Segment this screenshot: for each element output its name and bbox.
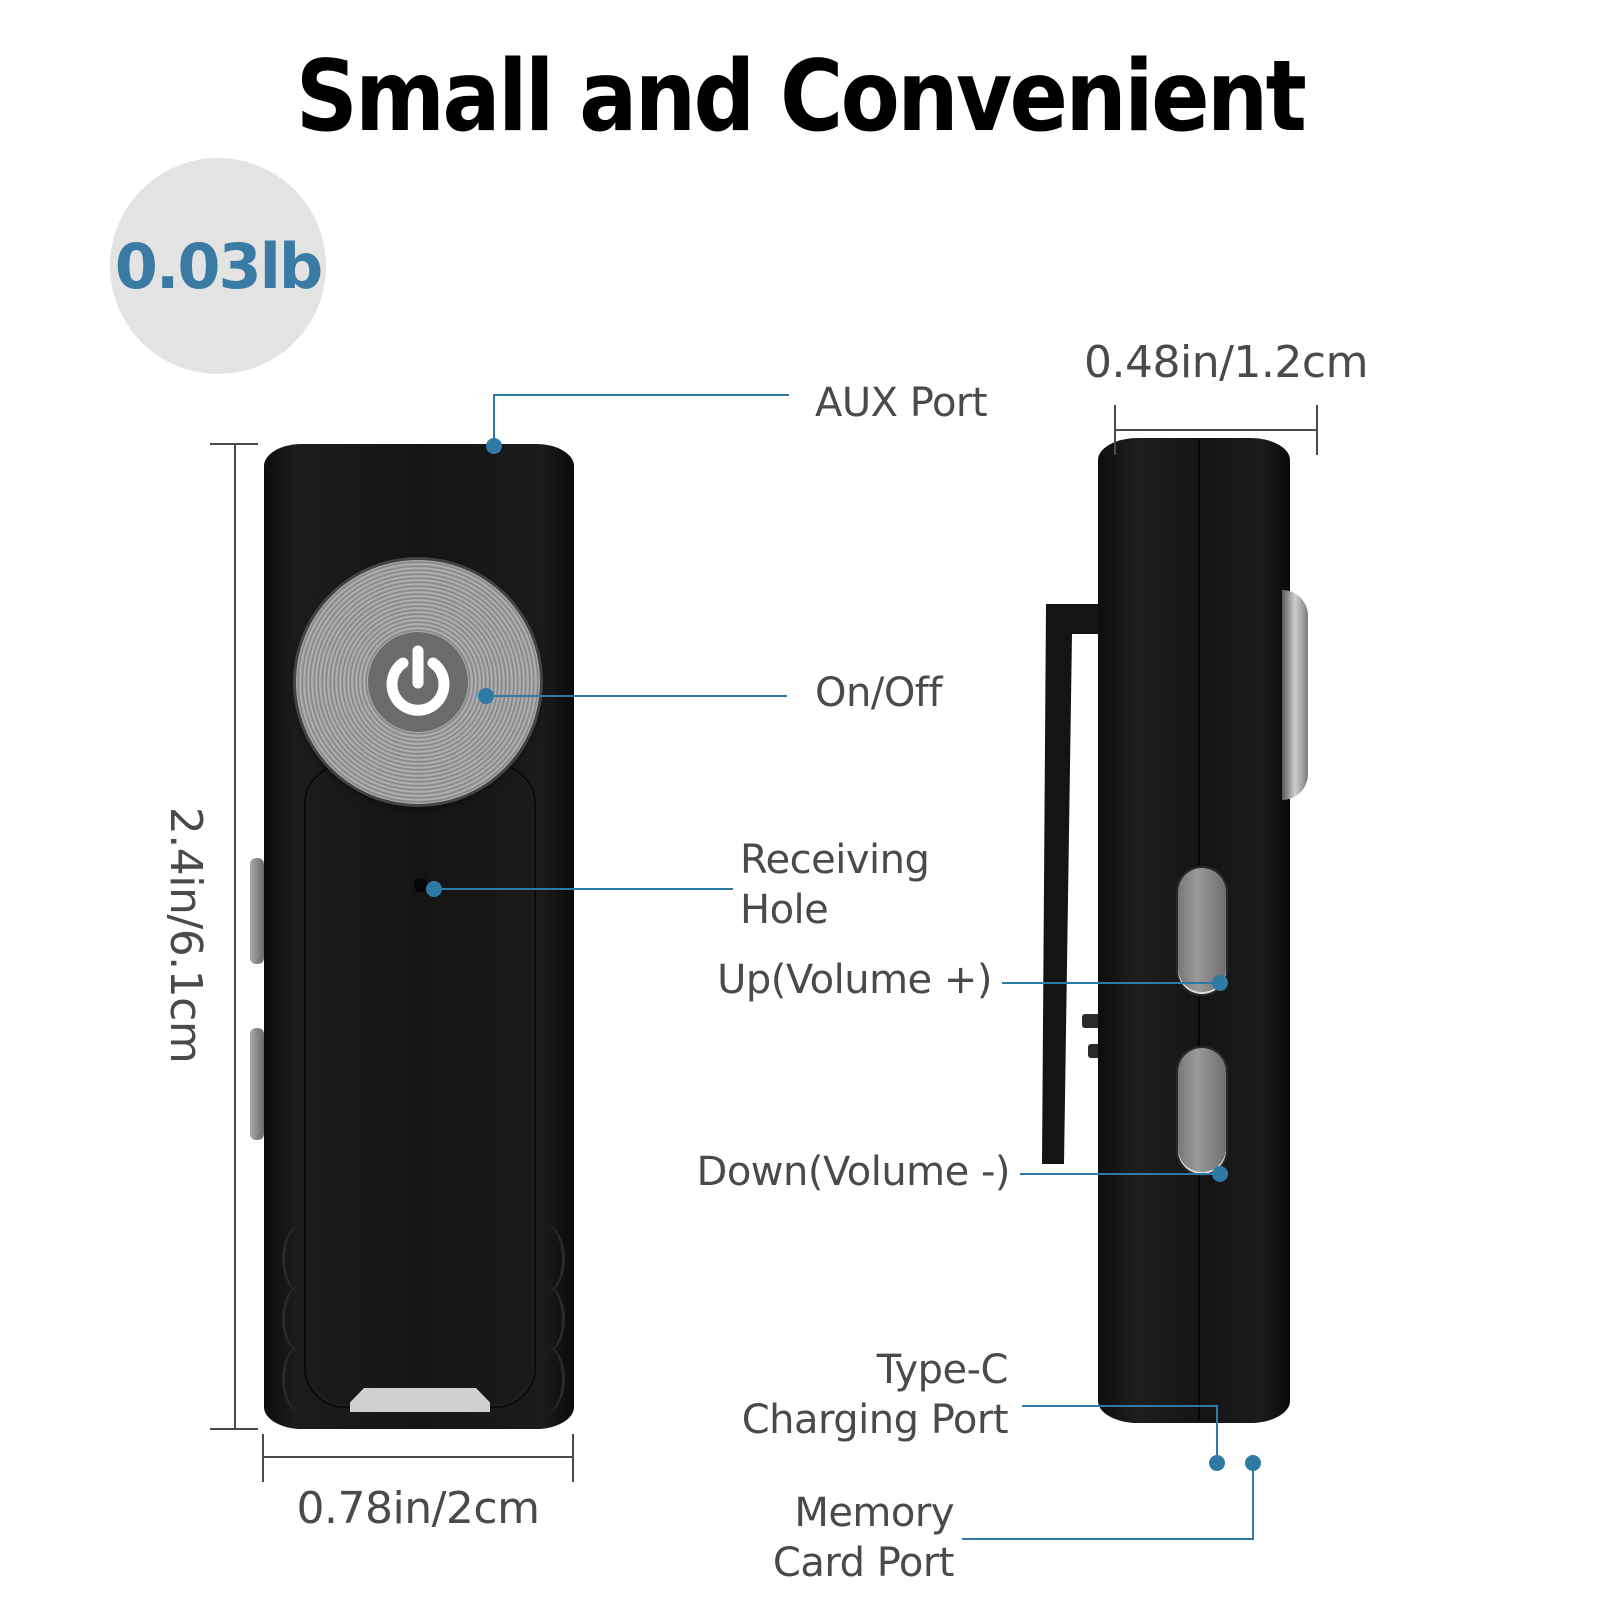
typec-callout-dot (1209, 1455, 1225, 1471)
front-panel-ridge (304, 764, 536, 1408)
vent-icon (282, 1344, 325, 1414)
volume-up-callout-dot (1212, 975, 1228, 991)
width-dimension-tick (262, 1434, 264, 1482)
vent-icon (522, 1344, 565, 1414)
memory-card-callout-line (1252, 1462, 1254, 1540)
power-button-side (1282, 590, 1308, 800)
volume-up-button[interactable] (1178, 868, 1226, 994)
aux-callout-line (493, 394, 495, 444)
depth-dimension-tick (1114, 405, 1116, 455)
weight-badge: 0.03lb (110, 158, 326, 374)
aux-callout-line (493, 394, 789, 396)
height-dimension-tick (210, 443, 258, 445)
memory-card-callout-line (962, 1538, 1254, 1540)
volume-down-label: Down(Volume -) (696, 1149, 1011, 1195)
power-icon (386, 645, 450, 716)
side-button-upper[interactable] (250, 858, 264, 964)
vent-icon (282, 1284, 325, 1354)
receiving-hole-label: Receiving Hole (740, 837, 930, 933)
receiving-callout-dot (426, 881, 442, 897)
volume-down-callout-dot (1212, 1166, 1228, 1182)
depth-dimension-tick (1316, 405, 1318, 455)
volume-up-label: Up(Volume +) (717, 957, 992, 1003)
height-dimension-label: 2.4in/6.1cm (160, 806, 211, 1064)
depth-dimension-label: 0.48in/1.2cm (1084, 337, 1368, 388)
height-dimension-tick (210, 1428, 258, 1430)
depth-dimension-line (1114, 429, 1316, 431)
memory-card-label: Memory Card Port (772, 1490, 955, 1586)
power-button[interactable] (296, 560, 540, 804)
on-off-label: On/Off (815, 670, 942, 716)
volume-down-button[interactable] (1178, 1048, 1226, 1174)
type-c-label: Type-C Charging Port (741, 1347, 1009, 1443)
vent-icon (282, 1224, 325, 1294)
volume-down-callout-line (1020, 1173, 1220, 1175)
receiving-hole (414, 878, 428, 892)
onoff-callout-dot (478, 688, 494, 704)
aux-port-label: AUX Port (815, 380, 988, 426)
height-dimension-line (234, 444, 236, 1429)
width-dimension-label: 0.78in/2cm (296, 1483, 540, 1534)
page-title: Small and Convenient (295, 40, 1307, 154)
receiving-callout-line (433, 888, 733, 890)
power-icon-bg (368, 632, 468, 732)
aux-callout-dot (486, 438, 502, 454)
onoff-callout-line (485, 695, 787, 697)
typec-callout-line (1022, 1405, 1218, 1407)
side-button-lower[interactable] (250, 1028, 264, 1140)
width-dimension-tick (572, 1434, 574, 1482)
volume-up-callout-line (1002, 982, 1220, 984)
bottom-port-slot (350, 1388, 490, 1412)
weight-value: 0.03lb (114, 229, 324, 303)
typec-callout-line (1216, 1405, 1218, 1465)
width-dimension-line (262, 1456, 574, 1458)
